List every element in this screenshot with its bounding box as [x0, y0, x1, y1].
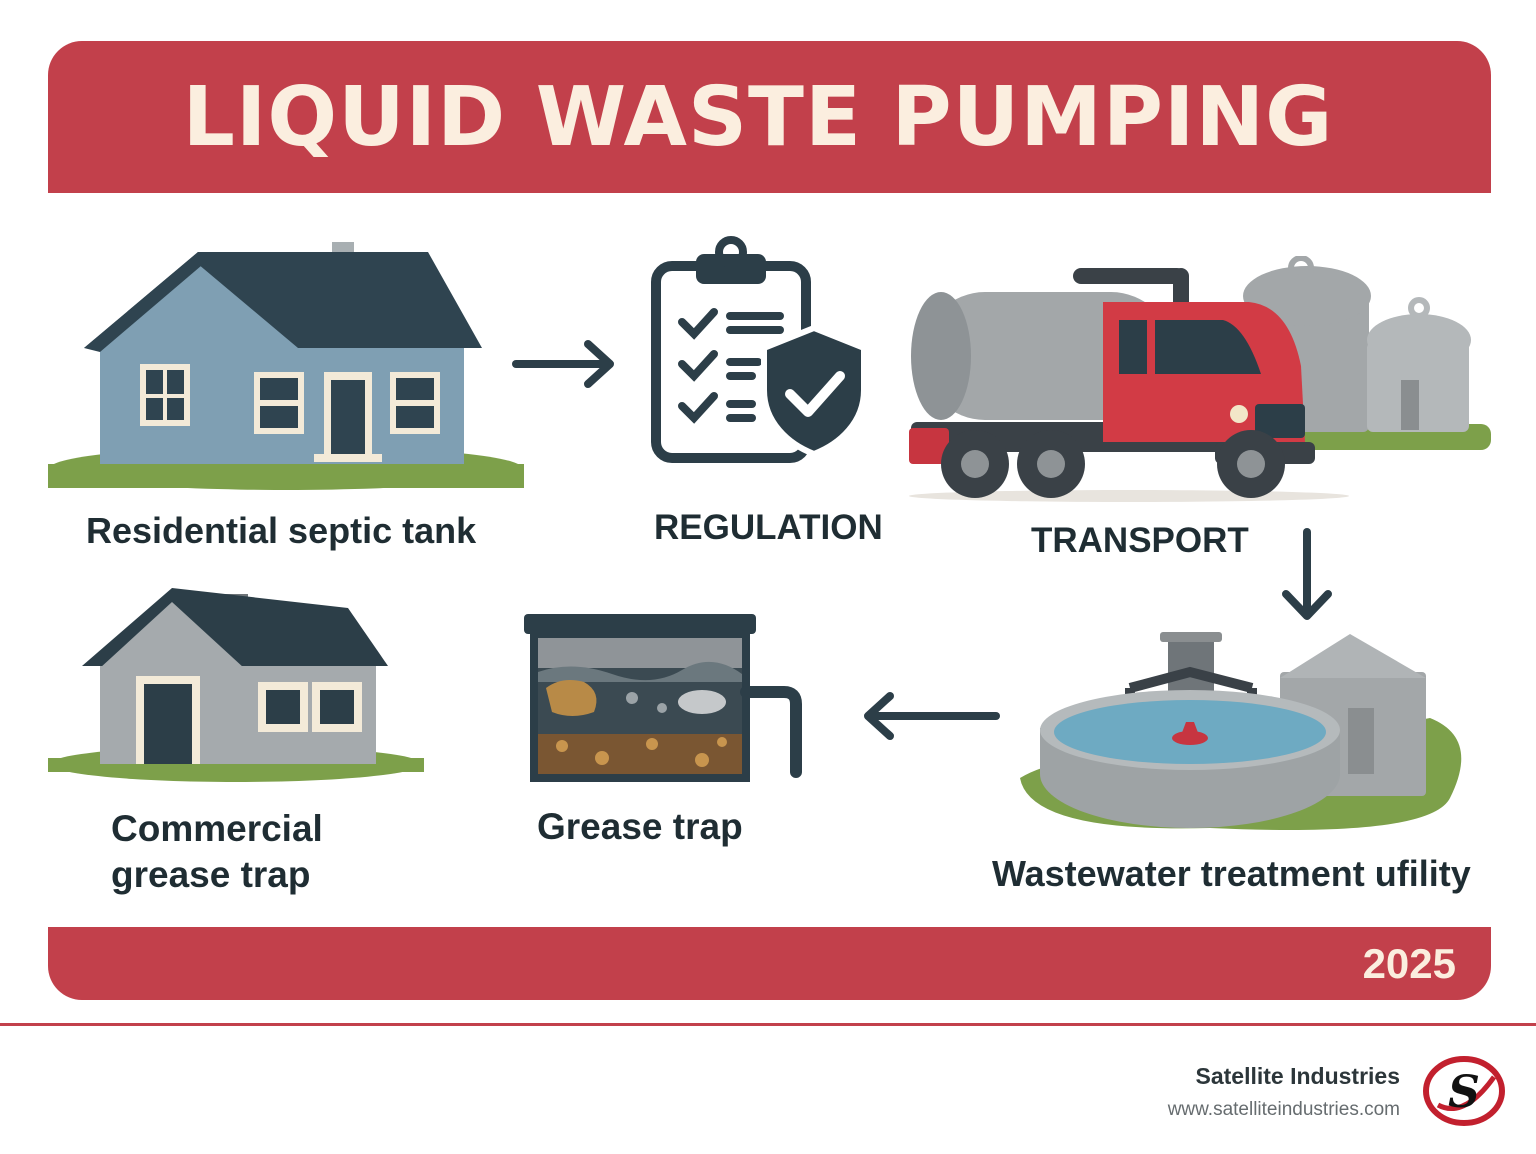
grease-trap-label: Grease trap: [537, 806, 743, 847]
treatment-plant-icon: [1020, 632, 1462, 830]
regulation-label: REGULATION: [654, 508, 883, 547]
commercial-building-icon: [48, 588, 424, 782]
residential-house-icon: [48, 242, 524, 490]
title-banner: [48, 41, 1491, 193]
divider: [0, 1023, 1536, 1026]
grease-trap-tank-icon: [524, 614, 802, 782]
arrow-right-icon: [512, 340, 614, 388]
commercial-label: Commercial grease trap: [111, 808, 323, 895]
wastewater-label: Wastewater treatment ufility: [992, 853, 1471, 894]
clipboard-shield-icon: [651, 236, 867, 463]
arrow-left-icon: [864, 692, 1000, 740]
page-title: LIQUID WASTE PUMPING: [182, 70, 1334, 165]
tanker-truck-icon: [909, 256, 1491, 502]
brand-url[interactable]: www.satelliteindustries.com: [1167, 1099, 1400, 1120]
year-label: 2025: [1362, 940, 1456, 987]
satellite-logo-icon: S: [1423, 1056, 1505, 1126]
brand-name: Satellite Industries: [1195, 1063, 1400, 1089]
logo-letter: S: [1448, 1067, 1480, 1118]
arrow-down-icon: [1282, 528, 1332, 620]
residential-label: Residential septic tank: [86, 510, 477, 551]
footer-banner: [48, 927, 1491, 1000]
transport-label: TRANSPORT: [1031, 521, 1249, 560]
